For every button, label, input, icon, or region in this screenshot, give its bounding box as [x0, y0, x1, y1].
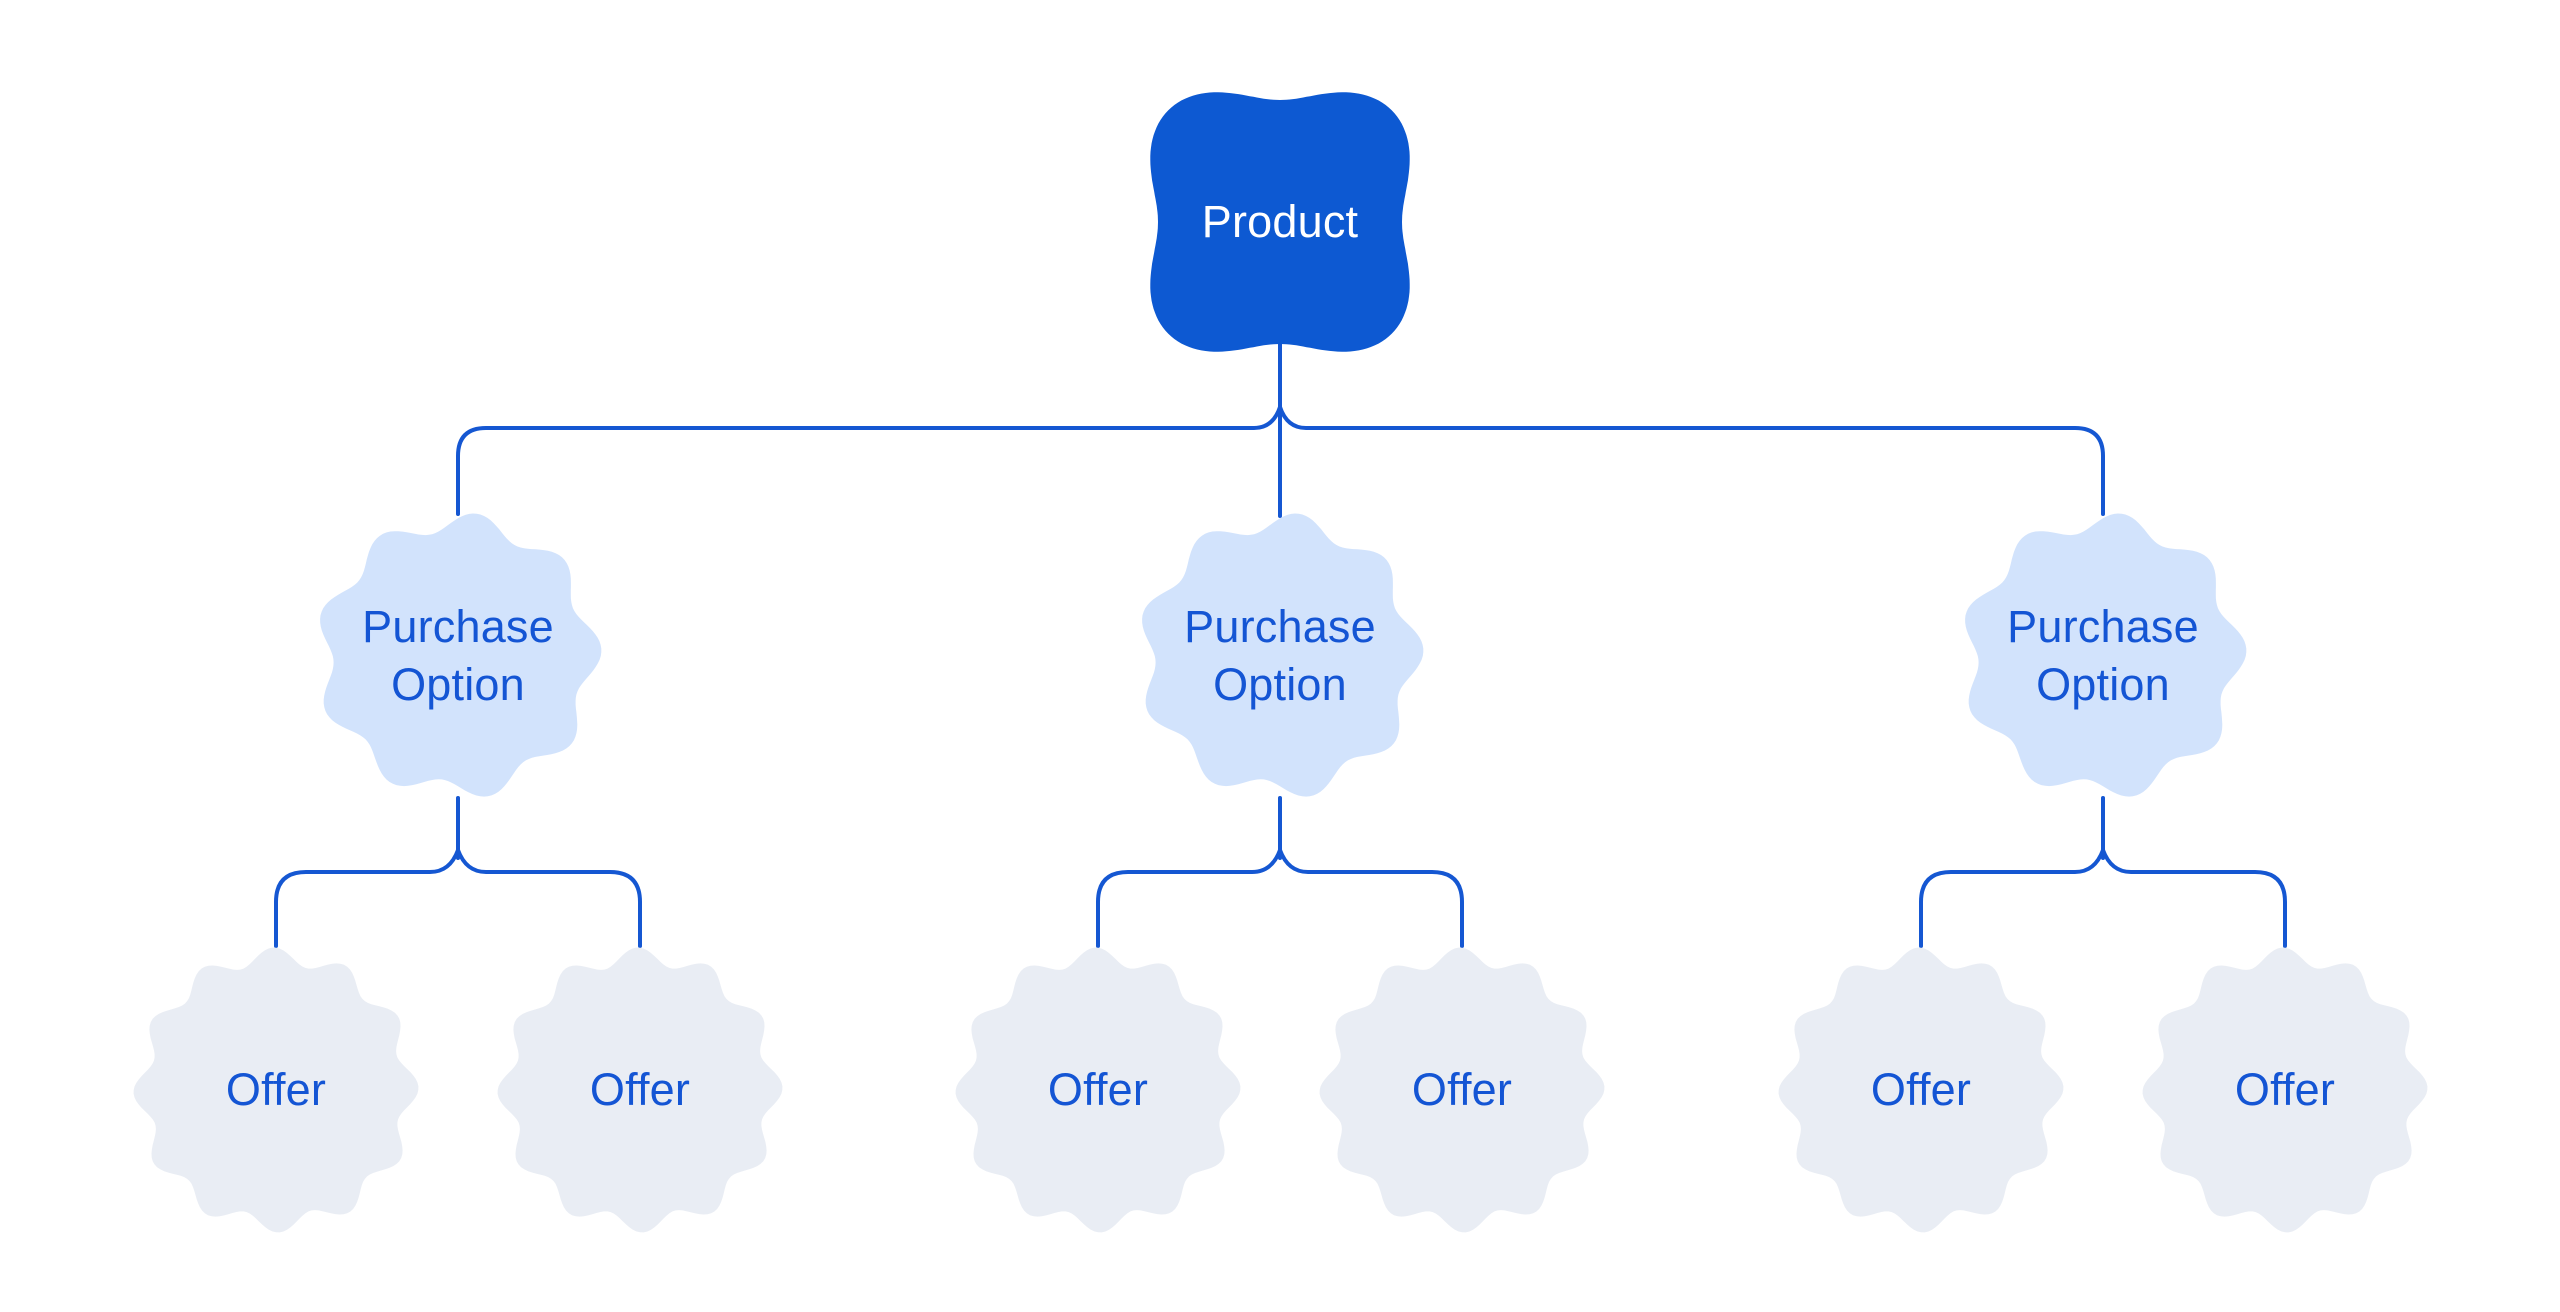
- purchase-option-label: Purchase Option: [1184, 601, 1376, 710]
- offer-node-shape: [1778, 947, 2064, 1233]
- connector-offer-left-branch: [1919, 848, 2105, 948]
- offer-label: Offer: [1047, 1064, 1149, 1115]
- connector-top-left-branch: [456, 405, 1282, 516]
- offer-node-shape: [1319, 947, 1605, 1233]
- offer-label: Offer: [589, 1064, 691, 1115]
- product-node-shape: [1150, 92, 1410, 352]
- offer-node-shape: [133, 947, 419, 1233]
- connector-offer-right-branch: [2101, 848, 2287, 948]
- connector-offer-right-branch: [1278, 848, 1464, 948]
- offer-node-shape: [955, 947, 1241, 1233]
- offer-label: Offer: [225, 1064, 327, 1115]
- offer-node-shape: [2142, 947, 2428, 1233]
- offer-label: Offer: [1870, 1064, 1972, 1115]
- product-label: Product: [1201, 196, 1359, 247]
- purchase-option-label: Purchase Option: [362, 601, 554, 710]
- purchase-option-node-shape: [320, 513, 602, 797]
- connector-offer-right-branch: [456, 848, 642, 948]
- connector-top-right-branch: [1278, 405, 2105, 516]
- offer-label: Offer: [2234, 1064, 2336, 1115]
- offer-node-shape: [497, 947, 783, 1233]
- purchase-option-node-shape: [1965, 513, 2247, 797]
- connector-offer-left-branch: [274, 848, 460, 948]
- purchase-option-label: Purchase Option: [2007, 601, 2199, 710]
- purchase-option-node-shape: [1142, 513, 1424, 797]
- offer-label: Offer: [1411, 1064, 1513, 1115]
- connector-offer-left-branch: [1096, 848, 1282, 948]
